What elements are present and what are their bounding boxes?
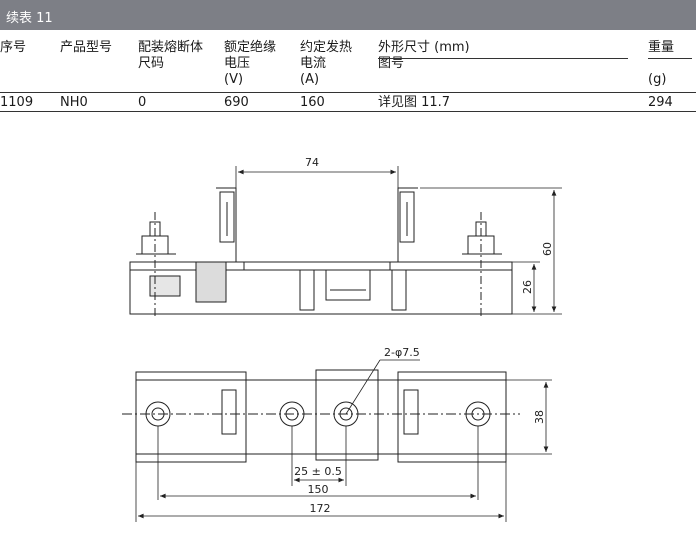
plan-view <box>122 369 520 463</box>
cell-weight: 294 <box>648 95 673 110</box>
dim-172 <box>135 462 507 522</box>
dim-25-label: 25 ± 0.5 <box>294 465 342 478</box>
cell-serial: 1109 <box>0 95 34 110</box>
header-current: 约定发热 电流 (A) <box>300 40 353 87</box>
cell-dimensions: 详见图 11.7 <box>378 95 451 110</box>
row-separator <box>0 92 696 93</box>
dim-hole-label: 2-φ7.5 <box>384 346 420 359</box>
header-serial: 序号 <box>0 40 27 55</box>
dim-60-label: 60 <box>541 242 554 256</box>
dim-26-label: 26 <box>521 280 534 294</box>
technical-drawing: 74 60 26 2-φ7.5 38 <box>122 156 562 522</box>
cell-rated-voltage: 690 <box>224 95 249 110</box>
table-title: 续表 11 <box>6 11 53 26</box>
dim-74 <box>235 166 399 188</box>
header-fuse-size: 配装熔断体 尺码 <box>138 40 204 71</box>
header-underline-weight <box>648 58 692 59</box>
dim-74-label: 74 <box>305 156 319 169</box>
dim-25 <box>291 426 347 486</box>
header-weight: 重量 (g) <box>648 40 675 87</box>
dim-150-label: 150 <box>308 483 329 496</box>
header-model: 产品型号 <box>60 40 113 55</box>
dim-heights <box>420 187 562 315</box>
header-underline-dimensions <box>378 58 628 59</box>
header-rated-voltage: 额定绝缘 电压 (V) <box>224 40 277 87</box>
table-bottom-line <box>0 111 696 112</box>
dim-172-label: 172 <box>310 502 331 515</box>
table-title-bar: 续表 11 <box>0 0 696 30</box>
side-view <box>129 187 513 318</box>
dim-38-label: 38 <box>533 410 546 424</box>
plan-outline <box>135 379 507 455</box>
cell-model: NH0 <box>60 95 88 110</box>
dim-150 <box>157 426 479 500</box>
cell-fuse-size: 0 <box>138 95 147 110</box>
cell-current: 160 <box>300 95 325 110</box>
header-dimensions: 外形尺寸 (mm) 图号 <box>378 40 470 71</box>
dim-38 <box>506 379 552 455</box>
base-outline <box>129 261 513 315</box>
dim-hole <box>345 359 420 415</box>
